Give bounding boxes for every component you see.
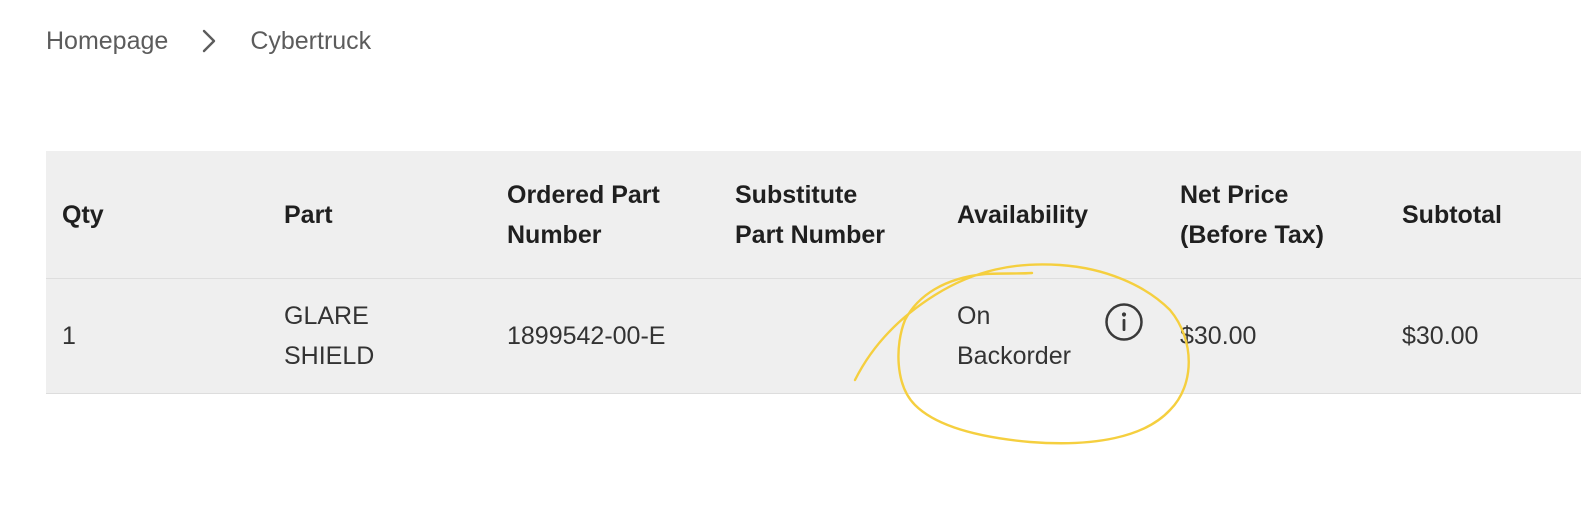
row-part-line1: GLARE [284,302,369,330]
row-substitute-part-number [735,279,945,393]
header-subtotal-label: Subtotal [1402,200,1502,229]
breadcrumb-current: Cybertruck [250,26,372,55]
row-net-price-value: $30.00 [1180,322,1257,350]
header-substitute-part-number-line2: Part Number [735,220,886,249]
header-part: Part [284,151,484,278]
row-availability-line1: On [957,302,991,330]
header-substitute-part-number-line1: Substitute [735,180,858,209]
row-subtotal: $30.00 [1402,279,1572,393]
header-ordered-part-number-line1: Ordered Part [507,180,660,209]
header-ordered-part-number-line2: Number [507,220,602,249]
header-net-price-line2: (Before Tax) [1180,220,1325,249]
table-row: 1 GLARE SHIELD 1899542-00-E On Backorder… [46,279,1581,393]
row-part: GLARE SHIELD [284,279,484,393]
header-availability-label: Availability [957,200,1089,229]
header-availability: Availability [957,151,1157,278]
chevron-right-icon [168,29,250,53]
table-header-row: Qty Part Ordered Part Number Substitute … [46,151,1581,279]
row-ordered-part-number-value: 1899542-00-E [507,322,666,350]
header-subtotal: Subtotal [1402,151,1572,278]
header-net-price: Net Price (Before Tax) [1180,151,1380,278]
order-table: Qty Part Ordered Part Number Substitute … [46,151,1581,394]
breadcrumb-home-link[interactable]: Homepage [46,26,169,55]
header-net-price-line1: Net Price [1180,180,1289,209]
header-ordered-part-number: Ordered Part Number [507,151,717,278]
row-ordered-part-number: 1899542-00-E [507,279,717,393]
header-part-label: Part [284,200,333,229]
row-availability-line2: Backorder [957,342,1071,370]
breadcrumb: Homepage Cybertruck [46,26,371,56]
row-qty-value: 1 [62,322,76,350]
row-part-line2: SHIELD [284,342,375,370]
row-qty: 1 [62,279,262,393]
header-substitute-part-number: Substitute Part Number [735,151,945,278]
info-icon[interactable] [1104,302,1144,342]
row-subtotal-value: $30.00 [1402,322,1479,350]
header-qty-label: Qty [62,200,104,229]
header-qty: Qty [62,151,262,278]
row-net-price: $30.00 [1180,279,1380,393]
